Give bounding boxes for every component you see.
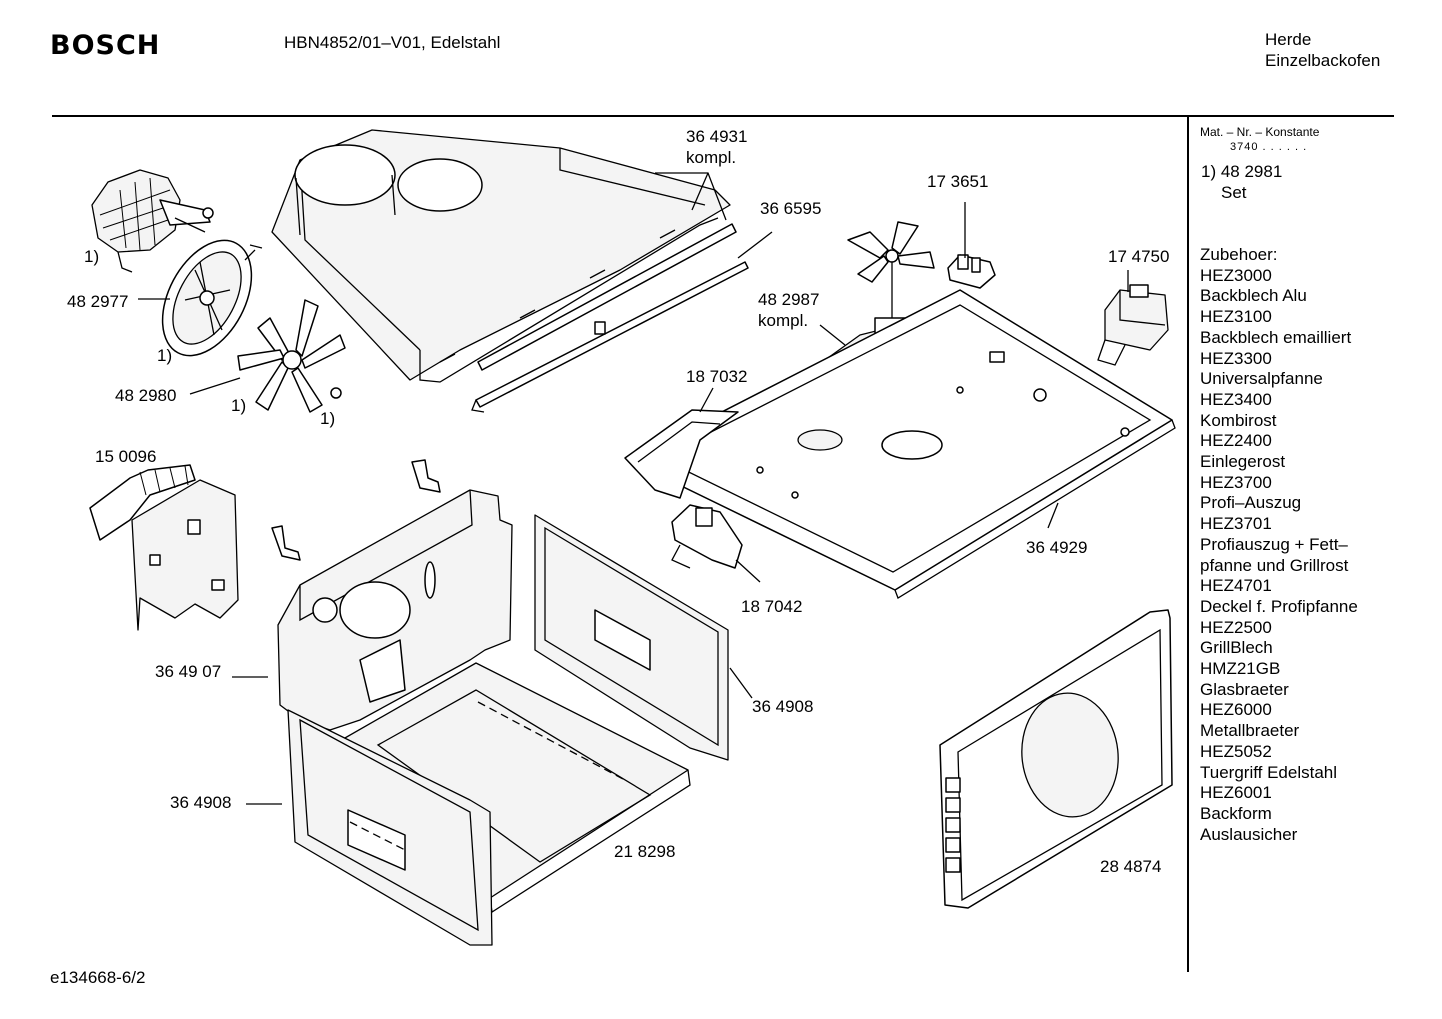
accessory-line: Tuergriff Edelstahl: [1200, 762, 1338, 782]
accessory-line: HEZ3100: [1200, 307, 1272, 327]
part-label-187042: 18 7042: [741, 597, 803, 616]
set-note-motor: 1): [84, 247, 100, 266]
accessory-line: HMZ21GB: [1200, 659, 1281, 679]
terminal-bracket-drawing: [89, 464, 239, 631]
category-line-1: Herde: [1265, 30, 1312, 49]
model-title: HBN4852/01–V01, Edelstahl: [284, 33, 501, 52]
part-label-364908-right: 36 4908: [752, 697, 814, 716]
part-label-218298: 21 8298: [614, 842, 676, 861]
set-note-nut: 1): [320, 409, 336, 428]
header-divider: [52, 115, 1394, 117]
set-number: 1) 48 2981: [1201, 162, 1283, 181]
accessory-line: HEZ6001: [1200, 783, 1272, 803]
oven-door-drawing: [939, 609, 1173, 909]
constant-value: 3740 . . . . . .: [1230, 141, 1308, 153]
part-label-364907: 36 49 07: [155, 662, 222, 681]
accessory-line: Backblech Alu: [1200, 286, 1307, 306]
part-label-174750: 17 4750: [1108, 247, 1170, 266]
set-label: Set: [1221, 183, 1247, 202]
category-block: Herde Einzelbackofen: [1265, 29, 1380, 71]
part-label-150096: 15 0096: [95, 447, 157, 466]
top-duct-housing-drawing: [271, 129, 731, 383]
accessory-line: Backform: [1200, 803, 1272, 823]
part-label-284874: 28 4874: [1100, 857, 1162, 876]
brand-logo: BOSCH: [50, 30, 161, 61]
trim-strips-drawing: [471, 223, 749, 413]
part-label-366595: 36 6595: [760, 199, 822, 218]
left-side-wall-drawing: [271, 459, 513, 731]
leader-lines: [138, 172, 1129, 805]
legend-divider: [1187, 117, 1189, 972]
part-label-482987-sub: kompl.: [758, 311, 809, 330]
accessory-line: pfanne und Grillrost: [1200, 555, 1349, 575]
right-side-wall-drawing: [534, 514, 729, 761]
part-label-364929: 36 4929: [1026, 538, 1088, 557]
accessories-title: Zubehoer:: [1200, 245, 1278, 264]
part-label-173651: 17 3651: [927, 172, 989, 191]
accessory-line: Universalpfanne: [1200, 369, 1323, 389]
accessory-line: Kombirost: [1200, 410, 1277, 430]
document-code: e134668-6/2: [50, 968, 146, 987]
accessory-line: HEZ2400: [1200, 431, 1272, 451]
category-line-2: Einzelbackofen: [1265, 51, 1381, 70]
accessory-line: GrillBlech: [1200, 638, 1273, 658]
accessory-line: HEZ5052: [1200, 741, 1272, 761]
accessory-line: HEZ3700: [1200, 472, 1272, 492]
door-switch-drawing: [671, 504, 743, 569]
accessory-line: Deckel f. Profipfanne: [1200, 596, 1358, 616]
fan-motor-drawing: [91, 169, 214, 273]
lamp-holder-drawing: [624, 409, 739, 499]
part-label-482977: 48 2977: [67, 292, 129, 311]
accessory-line: HEZ3300: [1200, 348, 1272, 368]
accessory-line: Glasbraeter: [1200, 679, 1289, 699]
accessories-list: Zubehoer: HEZ3000 Backblech Alu HEZ3100 …: [1200, 245, 1358, 845]
part-label-482987: 48 2987: [758, 290, 820, 309]
part-label-364931: 36 4931: [686, 127, 748, 146]
accessory-line: Einlegerost: [1200, 452, 1286, 472]
accessory-line: HEZ3000: [1200, 265, 1272, 285]
fan-back-plate-drawing: [161, 239, 263, 357]
set-note-blade: 1): [231, 396, 247, 415]
thermostat-drawing: [947, 254, 996, 289]
accessory-line: HEZ3400: [1200, 389, 1272, 409]
part-label-187032: 18 7032: [686, 367, 748, 386]
accessory-line: HEZ6000: [1200, 700, 1272, 720]
transformer-drawing: [1097, 284, 1169, 366]
part-label-482980: 48 2980: [115, 386, 177, 405]
accessory-line: Auslausicher: [1200, 824, 1298, 844]
part-label-364908-left: 36 4908: [170, 793, 232, 812]
accessory-line: Metallbraeter: [1200, 721, 1300, 741]
mat-nr-line: Mat. – Nr. – Konstante: [1200, 125, 1320, 139]
set-note-plate: 1): [157, 346, 173, 365]
front-side-wall-drawing: [287, 709, 493, 946]
cavity-top-plate-drawing: [627, 289, 1176, 599]
accessory-line: HEZ4701: [1200, 576, 1272, 596]
accessory-line: Backblech emailliert: [1200, 327, 1352, 347]
accessory-line: Profi–Auszug: [1200, 493, 1302, 513]
part-label-364931-sub: kompl.: [686, 148, 737, 167]
accessory-line: Profiauszug + Fett–: [1200, 534, 1348, 554]
accessory-line: HEZ2500: [1200, 617, 1272, 637]
fan-blade-drawing: [237, 299, 346, 413]
accessory-line: HEZ3701: [1200, 514, 1272, 534]
